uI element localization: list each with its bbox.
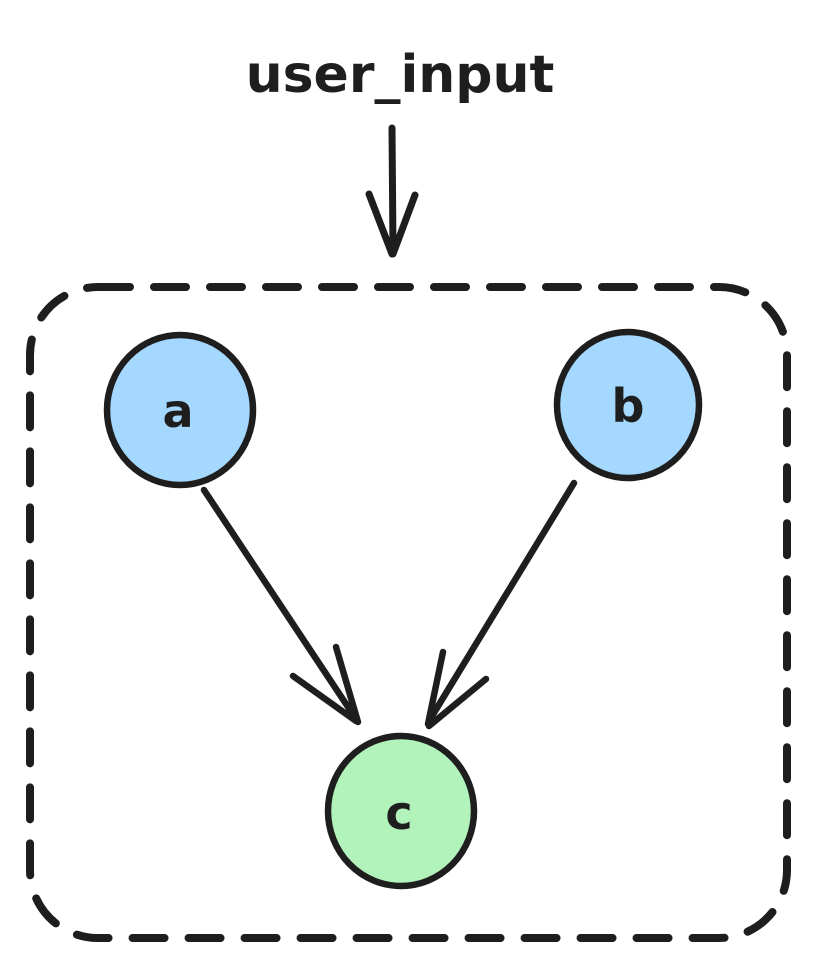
user-input-label: user_input: [246, 45, 555, 105]
dashed-group-boundary: [26, 283, 791, 942]
arrow-down-icon: [365, 124, 419, 258]
node-c: c: [324, 732, 478, 890]
node-b-circle: [553, 328, 703, 482]
node-a: a: [103, 331, 257, 489]
node-a-label: a: [162, 384, 193, 438]
edge-a-to-c-arrow: [200, 486, 362, 726]
node-b: b: [553, 328, 703, 482]
node-b-label: b: [612, 379, 645, 433]
node-c-circle: [324, 732, 478, 890]
node-c-label: c: [385, 786, 412, 840]
node-a-circle: [103, 331, 257, 489]
edge-b-to-c-arrow: [424, 479, 578, 730]
